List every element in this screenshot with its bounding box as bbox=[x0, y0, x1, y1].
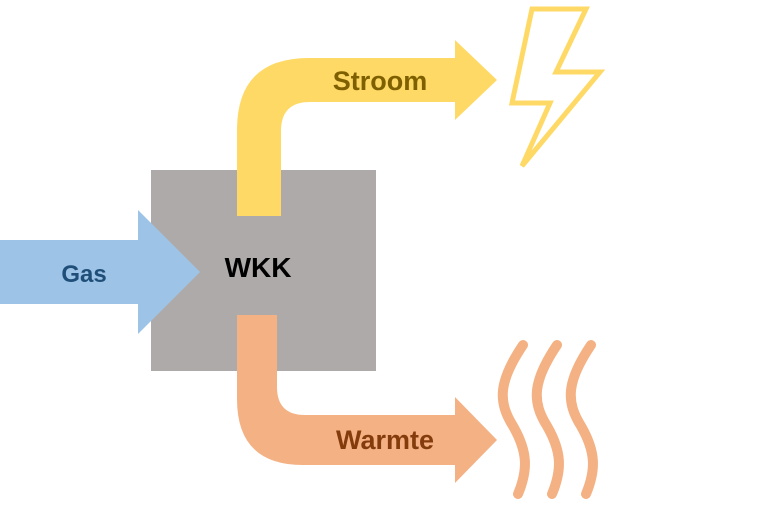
heat-wave-1 bbox=[497, 340, 530, 499]
electricity-output-arrow bbox=[237, 40, 497, 216]
heat-waves-icon bbox=[497, 340, 598, 499]
lightning-bolt-icon bbox=[508, 6, 606, 168]
heat-wave-2 bbox=[531, 340, 564, 499]
wkk-unit-label: WKK bbox=[225, 252, 292, 283]
heat-wave-3 bbox=[565, 340, 598, 499]
heat-output-arrow bbox=[237, 315, 497, 483]
gas-label: Gas bbox=[61, 261, 106, 288]
heat-label: Warmte bbox=[336, 425, 434, 455]
electricity-label: Stroom bbox=[333, 66, 428, 96]
gas-input-arrow bbox=[0, 210, 200, 334]
